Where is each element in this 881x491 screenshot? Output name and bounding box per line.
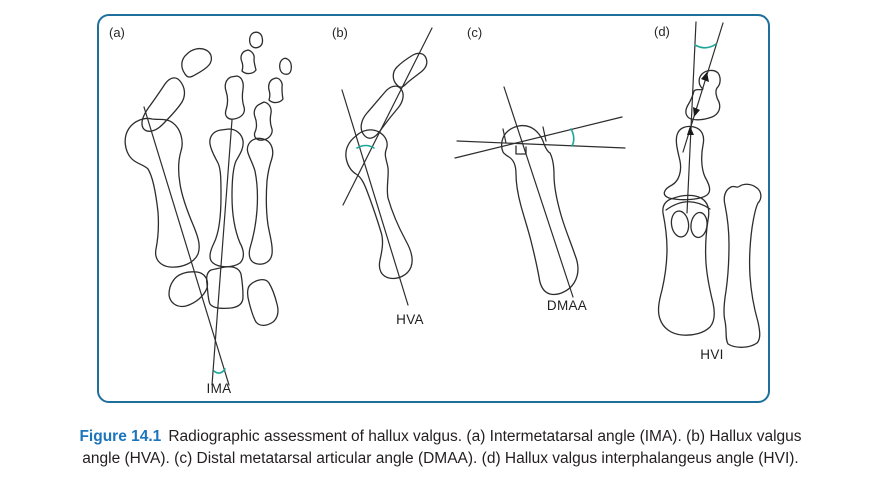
panel-a-label: (a) — [109, 25, 125, 40]
panel-a-first-metatarsal-axis-line — [143, 106, 230, 386]
panel-c-perpendicular-line — [454, 116, 623, 159]
panel-b-phalanx-axis-line — [342, 27, 433, 206]
panel-d-medial-sesamoid — [670, 210, 690, 238]
panel-a-second-proximal-phalanx — [224, 75, 246, 120]
hva-angle-label: HVA — [396, 312, 424, 327]
panel-d-arrowhead-up-icon — [701, 72, 709, 82]
panel-c-first-metatarsal — [501, 124, 579, 296]
panel-d-proximal-phalanx — [663, 125, 711, 201]
panel-a-third-distal-phalanx — [278, 57, 293, 75]
figure-caption: Figure 14.1 Radiographic assessment of ha… — [0, 426, 881, 469]
panel-d-distal-phalanx — [685, 69, 721, 121]
panel-a-second-middle-phalanx — [240, 49, 257, 75]
figure-border-box — [97, 14, 770, 403]
caption-line-2: angle (HVA). (c) Distal metatarsal artic… — [82, 449, 799, 467]
panel-b-label: (b) — [332, 25, 348, 40]
panel-b-distal-phalanx — [392, 52, 428, 88]
panel-a-lateral-cuneiform — [246, 279, 279, 327]
panel-c-articular-edge-tick-lateral — [542, 126, 547, 142]
panel-b-drawing — [341, 27, 433, 306]
panel-d-hvi-angle-arc — [694, 43, 717, 49]
panel-c-sesamoid-notch — [515, 145, 527, 155]
panel-a-third-metatarsal — [246, 137, 274, 265]
panel-c-label: (c) — [467, 25, 483, 40]
panel-a-second-metatarsal-axis-line — [211, 119, 233, 386]
panel-d-drawing — [657, 21, 762, 348]
panel-b-hva-angle-arc — [356, 144, 375, 149]
panel-a-second-distal-phalanx — [248, 31, 264, 49]
panel-d-second-metatarsal — [723, 183, 762, 348]
panel-c-articular-edge-tick-medial — [502, 128, 507, 144]
panel-d-lateral-sesamoid — [690, 211, 708, 239]
panel-a-medial-cuneiform — [168, 271, 209, 308]
panel-c-dmaa-angle-arc — [570, 128, 575, 147]
panel-b-first-metatarsal — [345, 129, 413, 280]
panel-d-label: (d) — [654, 24, 670, 39]
dmaa-angle-label: DMAA — [546, 298, 588, 313]
panel-c-metatarsal-axis-line — [503, 86, 574, 298]
panel-d-arrowhead-joint-icon — [687, 126, 694, 135]
panel-d-first-metatarsal — [657, 194, 715, 336]
panel-a-ima-angle-arc — [213, 368, 226, 374]
panel-a-hallux-distal-phalanx — [181, 47, 213, 78]
panel-b-metatarsal-axis-line — [341, 89, 409, 306]
figure-number-label: Figure 14.1 — [79, 428, 162, 445]
caption-line-1: Radiographic assessment of hallux valgus… — [168, 428, 802, 445]
panel-c-drawing — [454, 86, 626, 298]
panel-a-third-middle-phalanx — [267, 77, 284, 104]
ima-angle-label: IMA — [206, 381, 232, 396]
panel-a-third-proximal-phalanx — [253, 101, 273, 141]
hvi-angle-label: HVI — [700, 347, 724, 362]
panel-a-hallux-proximal-phalanx — [141, 77, 186, 132]
panel-d-proximal-phalanx-axis-line — [686, 21, 697, 214]
panel-a-middle-cuneiform — [205, 266, 244, 310]
panel-a-drawing — [124, 31, 293, 386]
panel-c-articular-surface-line — [456, 140, 626, 149]
panel-a-first-metatarsal — [124, 117, 200, 268]
panel-d-arrowhead-down-icon — [693, 107, 700, 117]
